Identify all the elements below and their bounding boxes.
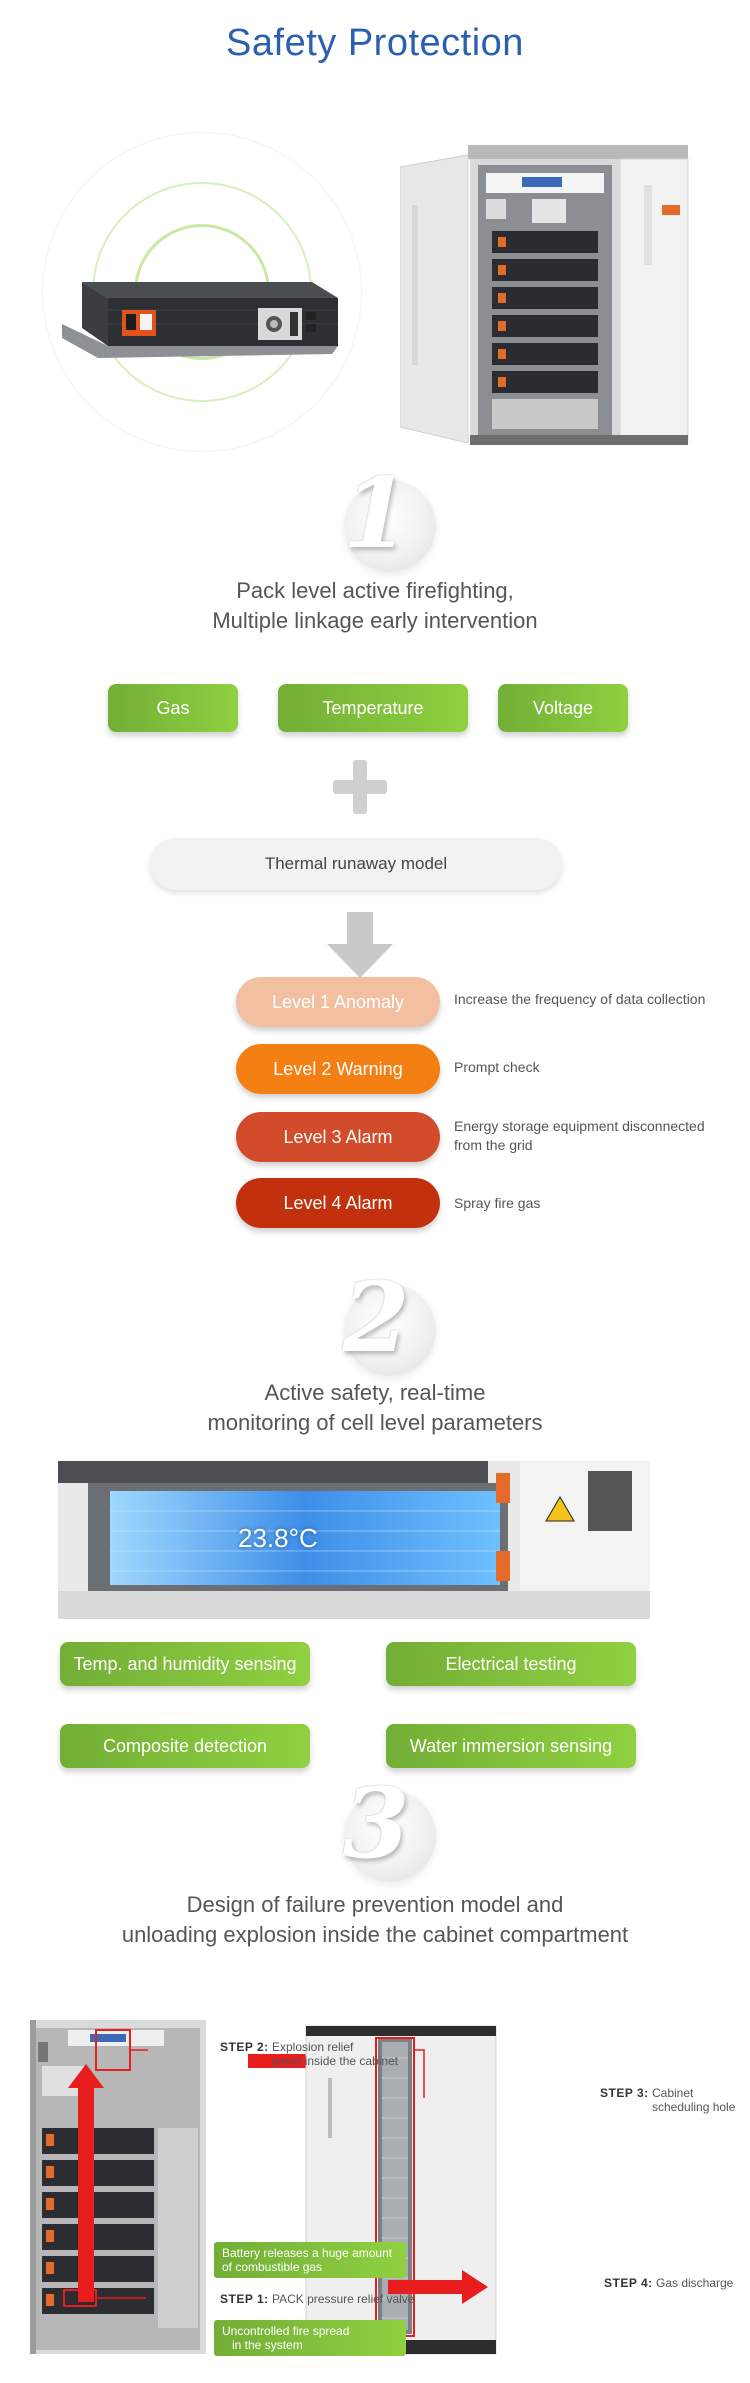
thermal-cell-image: 23.8°C <box>58 1461 650 1619</box>
section-number-1: 1 <box>342 457 410 570</box>
step-3-label: STEP 3: Cabinet scheduling hole <box>600 2086 740 2114</box>
step-4-tag: STEP 4: <box>604 2276 653 2290</box>
energy-storage-cabinet-image <box>400 145 689 445</box>
input-pill-gas: Gas <box>108 684 238 732</box>
step-3-tag: STEP 3: <box>600 2086 649 2100</box>
page-title: Safety Protection <box>226 22 524 64</box>
step-1-text: PACK pressure relief valve <box>271 2292 415 2306</box>
input-pill-temperature: Temperature <box>278 684 468 732</box>
battery-pack-image <box>62 282 338 358</box>
step-2-text-2: panel inside the cabinet <box>272 2054 399 2068</box>
note2-line1: Uncontrolled fire spread <box>222 2324 350 2338</box>
step-2-tag: STEP 2: <box>220 2040 269 2054</box>
section2-title-line1: Active safety, real-time <box>264 1380 486 1405</box>
level-4-desc: Spray fire gas <box>454 1195 541 1211</box>
section-number-2: 2 <box>342 1261 410 1374</box>
feature-pill-composite: Composite detection <box>60 1724 310 1768</box>
note2-line2: in the system <box>232 2338 303 2352</box>
combustible-gas-note: Battery releases a huge amount of combus… <box>214 2242 406 2278</box>
feature-pill-water-immersion: Water immersion sensing <box>386 1724 636 1768</box>
note1-line2: of combustible gas <box>222 2260 323 2274</box>
level-2-desc: Prompt check <box>454 1059 540 1075</box>
section3-title-line2: unloading explosion inside the cabinet c… <box>121 1922 629 1947</box>
section-number-3: 3 <box>342 1767 410 1880</box>
temperature-readout: 23.8°C <box>238 1523 318 1553</box>
explosion-relief-diagram <box>30 2020 497 2355</box>
step-2-label: STEP 2: Explosion relief panel inside th… <box>220 2040 398 2068</box>
step-4-label: STEP 4: Gas discharge <box>604 2276 733 2290</box>
fire-spread-note: Uncontrolled fire spread in the system <box>214 2320 406 2356</box>
section3-title: Design of failure prevention model and u… <box>0 1890 750 1950</box>
arrow-down-icon <box>327 912 393 978</box>
plus-icon <box>333 760 387 814</box>
level-4-pill: Level 4 Alarm <box>236 1178 440 1228</box>
level-1-pill: Level 1 Anomaly <box>236 977 440 1027</box>
level-1-desc: Increase the frequency of data collectio… <box>454 991 706 1007</box>
step-3-text-1: Cabinet <box>651 2086 694 2100</box>
section1-title-line1: Pack level active firefighting, <box>236 578 514 603</box>
section2-title-line2: monitoring of cell level parameters <box>207 1410 543 1435</box>
feature-pill-electrical: Electrical testing <box>386 1642 636 1686</box>
level-3-pill: Level 3 Alarm <box>236 1112 440 1162</box>
level-3-desc: Energy storage equipment disconnected fr… <box>454 1118 705 1153</box>
step-1-tag: STEP 1: <box>220 2292 269 2306</box>
feature-pill-temp-humidity: Temp. and humidity sensing <box>60 1642 310 1686</box>
section-number-1-circle <box>344 480 436 572</box>
section1-title-line2: Multiple linkage early intervention <box>212 608 538 633</box>
section3-title-line1: Design of failure prevention model and <box>186 1892 564 1917</box>
step-3-text-2: scheduling hole <box>652 2100 736 2114</box>
thermal-runaway-model-pill: Thermal runaway model <box>150 838 562 890</box>
section1-title: Pack level active firefighting, Multiple… <box>0 576 750 636</box>
section-number-2-circle <box>344 1284 436 1376</box>
section2-title: Active safety, real-time monitoring of c… <box>0 1378 750 1438</box>
section-number-3-circle <box>344 1790 436 1882</box>
level-2-pill: Level 2 Warning <box>236 1044 440 1094</box>
input-pill-voltage: Voltage <box>498 684 628 732</box>
step-4-text: Gas discharge <box>655 2276 734 2290</box>
note1-line1: Battery releases a huge amount <box>222 2246 393 2260</box>
step-2-text-1: Explosion relief <box>271 2040 354 2054</box>
step-1-label: STEP 1: PACK pressure relief valve <box>220 2292 414 2306</box>
